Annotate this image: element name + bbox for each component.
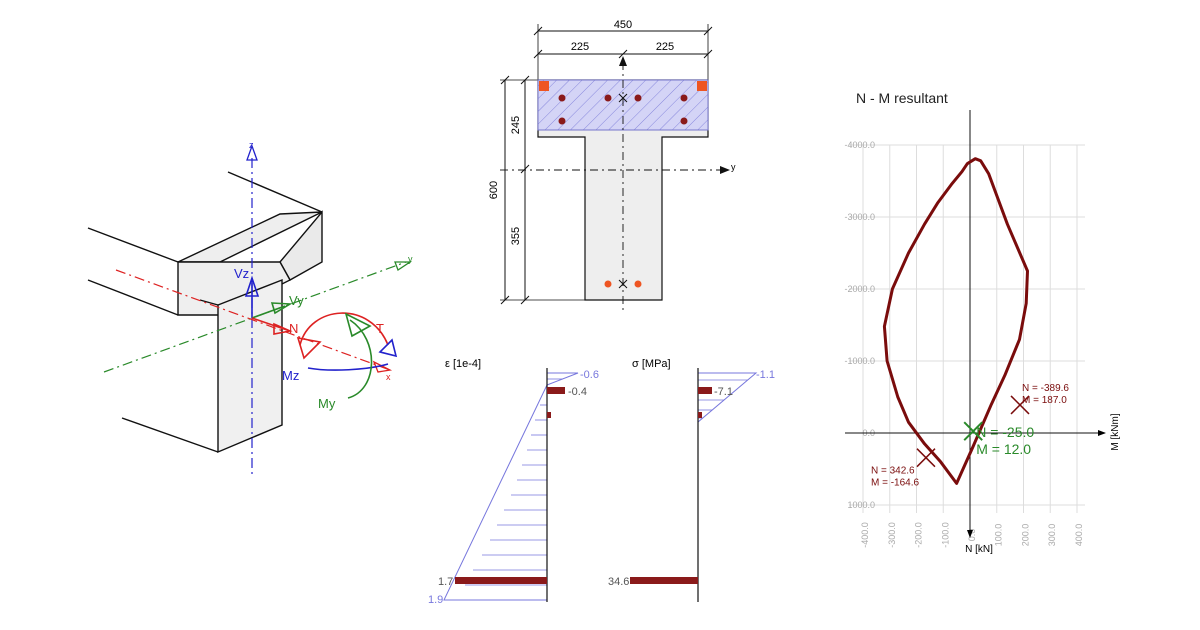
- rebar: [680, 94, 688, 102]
- stress-diagram: σ [MPa] -1.1 -7.1 34.6: [608, 358, 775, 602]
- strain-rebar-bottom-bar: [455, 577, 547, 584]
- strain-title: ε [1e-4]: [445, 358, 481, 370]
- axis-y-label: y: [408, 254, 413, 264]
- x-tick-label: 200.0: [1020, 524, 1030, 547]
- axis-y-arrow-icon: [394, 261, 413, 271]
- load-label-n: N = -25.0: [976, 424, 1034, 440]
- centroid-cross-icon: [618, 93, 628, 103]
- interaction-curve: [882, 157, 1029, 485]
- my-arc: [347, 319, 373, 399]
- cross-section: 450 225 225 600 245 355 y: [488, 19, 736, 312]
- y-tick-label: -2000.0: [844, 284, 875, 294]
- centroid-cross-icon: [618, 279, 628, 289]
- strain-label-bottom: 1.9: [428, 594, 443, 606]
- x-tick-label: -300.0: [887, 522, 897, 548]
- y-tick-label: 1000.0: [847, 500, 875, 510]
- capacity-label-m: M = 187.0: [1022, 395, 1067, 406]
- corner-marker-right: [697, 81, 707, 91]
- torsion-arrow-icon: [378, 338, 398, 358]
- x-tick-label: 100.0: [994, 524, 1004, 547]
- x-tick-label: 0.0: [967, 529, 977, 542]
- corner-marker-left: [539, 81, 549, 91]
- rebars: [558, 94, 688, 288]
- x-tick-label: -200.0: [914, 522, 924, 548]
- beam-body: [87, 171, 323, 454]
- nm-interaction-chart: N - M resultant -400.0 -300.0 -200.0 -100.0…: [844, 90, 1121, 555]
- y-tick-label: -4000.0: [844, 140, 875, 150]
- my-head-icon: [344, 312, 372, 338]
- rebar: [558, 117, 566, 125]
- rebar: [604, 94, 612, 102]
- isometric-view: z y x Vz Vy N T Mz My: [87, 140, 413, 478]
- load-point-marker: [963, 421, 983, 441]
- rebar: [634, 94, 642, 102]
- stress-rebar-mid-bar: [698, 412, 702, 418]
- torsion-arc: [299, 312, 389, 346]
- y-tick-label: -3000.0: [844, 212, 875, 222]
- axis-z-arrow-icon: [246, 144, 258, 161]
- rebar-tension: [634, 280, 642, 288]
- stress-label-rebar-bottom: 34.6: [608, 576, 629, 588]
- dim-top: 245: [510, 116, 522, 134]
- axis-z-label: z: [249, 140, 254, 150]
- section-axis-z-arrow-icon: [619, 56, 627, 66]
- stress-label-rebar-top: -7.1: [714, 386, 733, 398]
- stress-title: σ [MPa]: [632, 358, 671, 370]
- rebar: [680, 117, 688, 125]
- dim-bottom: 355: [510, 227, 522, 245]
- x-tick-label: 300.0: [1047, 524, 1057, 547]
- x-tick-label: -100.0: [940, 522, 950, 548]
- y-axis-label: N [kN]: [965, 544, 993, 555]
- mz-arc: [307, 363, 389, 371]
- capacity-point-marker: [1010, 395, 1030, 415]
- capacity-label-m: M = -164.6: [871, 478, 920, 489]
- strain-rebar-top-bar: [547, 387, 565, 394]
- strain-hatch: [465, 378, 563, 586]
- dim-half-right: 225: [656, 41, 674, 53]
- dim-total-width: 450: [614, 19, 632, 31]
- rebar-tension: [604, 280, 612, 288]
- x-tick-label: -400.0: [860, 522, 870, 548]
- chart-points: N = -389.6M = 187.0 N = 342.6M = -164.6 N …: [871, 383, 1069, 489]
- label-my: My: [318, 396, 336, 411]
- y-tick-label: -1000.0: [844, 356, 875, 366]
- x-axis-label: M [kNm]: [1110, 413, 1121, 450]
- capacity-point-marker: [916, 448, 936, 468]
- label-vz: Vz: [234, 266, 249, 281]
- axis-x-label: x: [386, 372, 391, 382]
- vz-arrow-icon: [244, 275, 260, 297]
- label-vy: Vy: [289, 293, 304, 308]
- load-label-m: M = 12.0: [976, 441, 1031, 457]
- section-axis-y-label: y: [731, 162, 736, 172]
- strain-diagram: ε [1e-4] -0.6 -0.4 1.7 1.9: [428, 358, 599, 606]
- dim-half-left: 225: [571, 41, 589, 53]
- dim-total-height: 600: [488, 181, 500, 199]
- section-axis-y-arrow-icon: [720, 166, 730, 174]
- rebar: [558, 94, 566, 102]
- strain-rebar-mid-bar: [547, 412, 551, 418]
- n-arrow-icon: [273, 322, 293, 335]
- label-mz: Mz: [282, 368, 299, 383]
- mz-arrow-icon: [296, 336, 322, 360]
- stress-label-top: -1.1: [756, 369, 775, 381]
- label-t: T: [376, 321, 384, 336]
- vy-arrow-icon: [270, 302, 293, 315]
- label-n: N: [289, 321, 298, 336]
- axis-x-line: [115, 269, 391, 371]
- strain-label-top: -0.6: [580, 369, 599, 381]
- stress-rebar-bottom-bar: [630, 577, 698, 584]
- stress-rebar-top-bar: [698, 387, 712, 394]
- strain-label-rebar-bottom: 1.7: [438, 576, 453, 588]
- capacity-label-n: N = -389.6: [1022, 383, 1069, 394]
- chart-title: N - M resultant: [856, 90, 948, 106]
- strain-label-rebar-top: -0.4: [568, 386, 587, 398]
- chart-ticks: -400.0 -300.0 -200.0 -100.0 0.0 100.0 200.0 300…: [844, 140, 1084, 548]
- capacity-label-n: N = 342.6: [871, 466, 915, 477]
- x-tick-label: 400.0: [1074, 524, 1084, 547]
